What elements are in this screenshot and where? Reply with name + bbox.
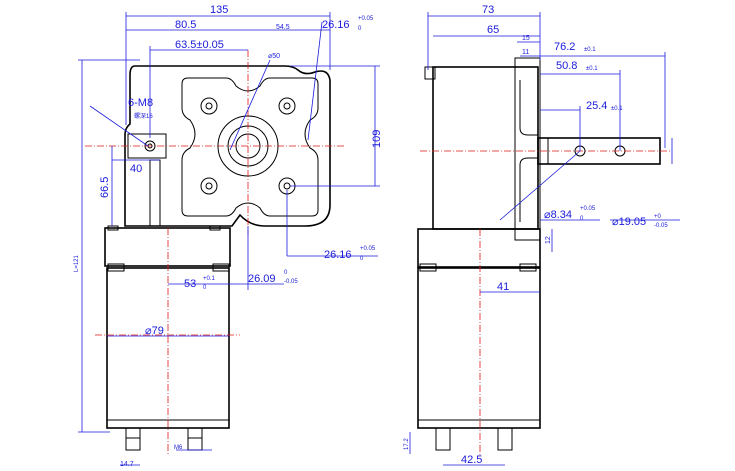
side-gearbox-housing xyxy=(432,66,539,230)
dim-26-09: 26.09 xyxy=(248,273,276,285)
side-bracket-profile-lower xyxy=(519,157,538,222)
dim-l-121: L=121 xyxy=(74,254,80,272)
dim-26-09-tol2: -0.05 xyxy=(284,279,298,285)
mount-hole-3 xyxy=(200,177,218,195)
dim-d8-34: ⌀8.34 xyxy=(544,209,572,221)
dim-line-d50-leader xyxy=(229,59,271,151)
dim-41: 41 xyxy=(497,281,509,293)
dim-53-tol: +0.1 xyxy=(203,276,216,282)
dim-6-m8: 6-M8 xyxy=(128,97,153,109)
dim-d19-05: ⌀19.05 xyxy=(612,216,646,228)
side-strut xyxy=(149,159,161,227)
dim-d19-05-tol2: -0.05 xyxy=(654,223,668,229)
mount-hole-1-core xyxy=(205,102,213,110)
mount-hole-2-core xyxy=(283,102,291,110)
dim-25-4-tol: ±0.1 xyxy=(611,106,623,112)
dim-53: 53 xyxy=(184,278,196,290)
dim-66-5: 66.5 xyxy=(99,177,111,198)
dim-26-16-top-tol0: 0 xyxy=(358,26,362,32)
mounting-plate xyxy=(181,77,319,217)
dim-d79: ⌀79 xyxy=(145,325,164,337)
side-flange xyxy=(417,228,541,268)
terminal-left xyxy=(125,427,141,451)
dim-d8-34-tol0: 0 xyxy=(580,216,584,222)
dim-54-5: 54.5 xyxy=(276,24,290,31)
dim-40: 40 xyxy=(130,163,142,175)
front-gearbox-housing xyxy=(124,65,331,227)
side-view: 73 65 15 11 76.2 ±0.1 50.8 ±0.1 25.4 ±0.… xyxy=(404,4,680,466)
side-bracket-profile xyxy=(519,80,538,136)
dim-14-7: 14.7 xyxy=(120,461,134,468)
dim-26-16-top-tol: +0.05 xyxy=(358,16,374,22)
dim-m8-note: 螺深16 xyxy=(134,112,153,120)
dim-26-16-top: 26.16 xyxy=(322,19,350,31)
dim-65: 65 xyxy=(487,24,499,36)
dim-63-5: 63.5±0.05 xyxy=(175,39,224,51)
dim-50-8: 50.8 xyxy=(556,60,577,72)
dim-11: 11 xyxy=(522,49,529,56)
dim-25-4: 25.4 xyxy=(586,100,607,112)
side-plate xyxy=(514,57,541,241)
flange-bolt-right xyxy=(209,225,221,231)
dim-26-16-bottom: 26.16 xyxy=(324,249,352,261)
dim-line-m8-leader xyxy=(89,105,149,147)
dim-26-09-tol: 0 xyxy=(284,270,288,276)
dim-50-8-tol: ±0.1 xyxy=(586,66,598,72)
terminal-right xyxy=(187,427,203,451)
dim-76-2: 76.2 xyxy=(554,41,575,53)
dim-m6: M6 xyxy=(174,445,183,451)
front-view: 135 80.5 54.5 26.16 +0.05 0 63.5±0.05 ⌀5… xyxy=(74,4,383,468)
dim-26-16-bottom-tol: +0.05 xyxy=(360,246,376,252)
mount-hole-3-core xyxy=(205,182,213,190)
dim-line-26-16-top xyxy=(307,21,323,141)
dim-42-5: 42.5 xyxy=(461,454,482,466)
dim-135: 135 xyxy=(210,4,228,16)
dim-109: 109 xyxy=(371,130,383,148)
dim-76-2-tol: ±0.1 xyxy=(584,47,596,53)
dim-53-tol0: 0 xyxy=(203,285,207,291)
dim-d8-34-tol: +0.05 xyxy=(580,206,596,212)
side-motor-body xyxy=(417,267,541,429)
dim-15: 15 xyxy=(522,35,530,42)
dim-80-5: 80.5 xyxy=(175,19,196,31)
dim-d19-05-tol: +0 xyxy=(654,214,662,220)
flange-bolt-left xyxy=(107,225,119,231)
dim-17-2: 17.2 xyxy=(404,438,410,450)
dim-73: 73 xyxy=(482,4,494,16)
side-top-lug xyxy=(424,66,436,80)
front-flange xyxy=(104,227,231,267)
mount-hole-2 xyxy=(278,97,296,115)
dim-line-d8-34-leader xyxy=(499,150,581,221)
dim-26-16-bottom-tol0: 0 xyxy=(360,256,364,262)
dim-12: 12 xyxy=(545,236,552,244)
dim-d50: ⌀50 xyxy=(268,53,280,60)
mount-hole-1 xyxy=(200,97,218,115)
side-terminal-right xyxy=(497,427,513,451)
mount-hole-4-core xyxy=(283,182,291,190)
side-terminal-left xyxy=(435,427,451,451)
